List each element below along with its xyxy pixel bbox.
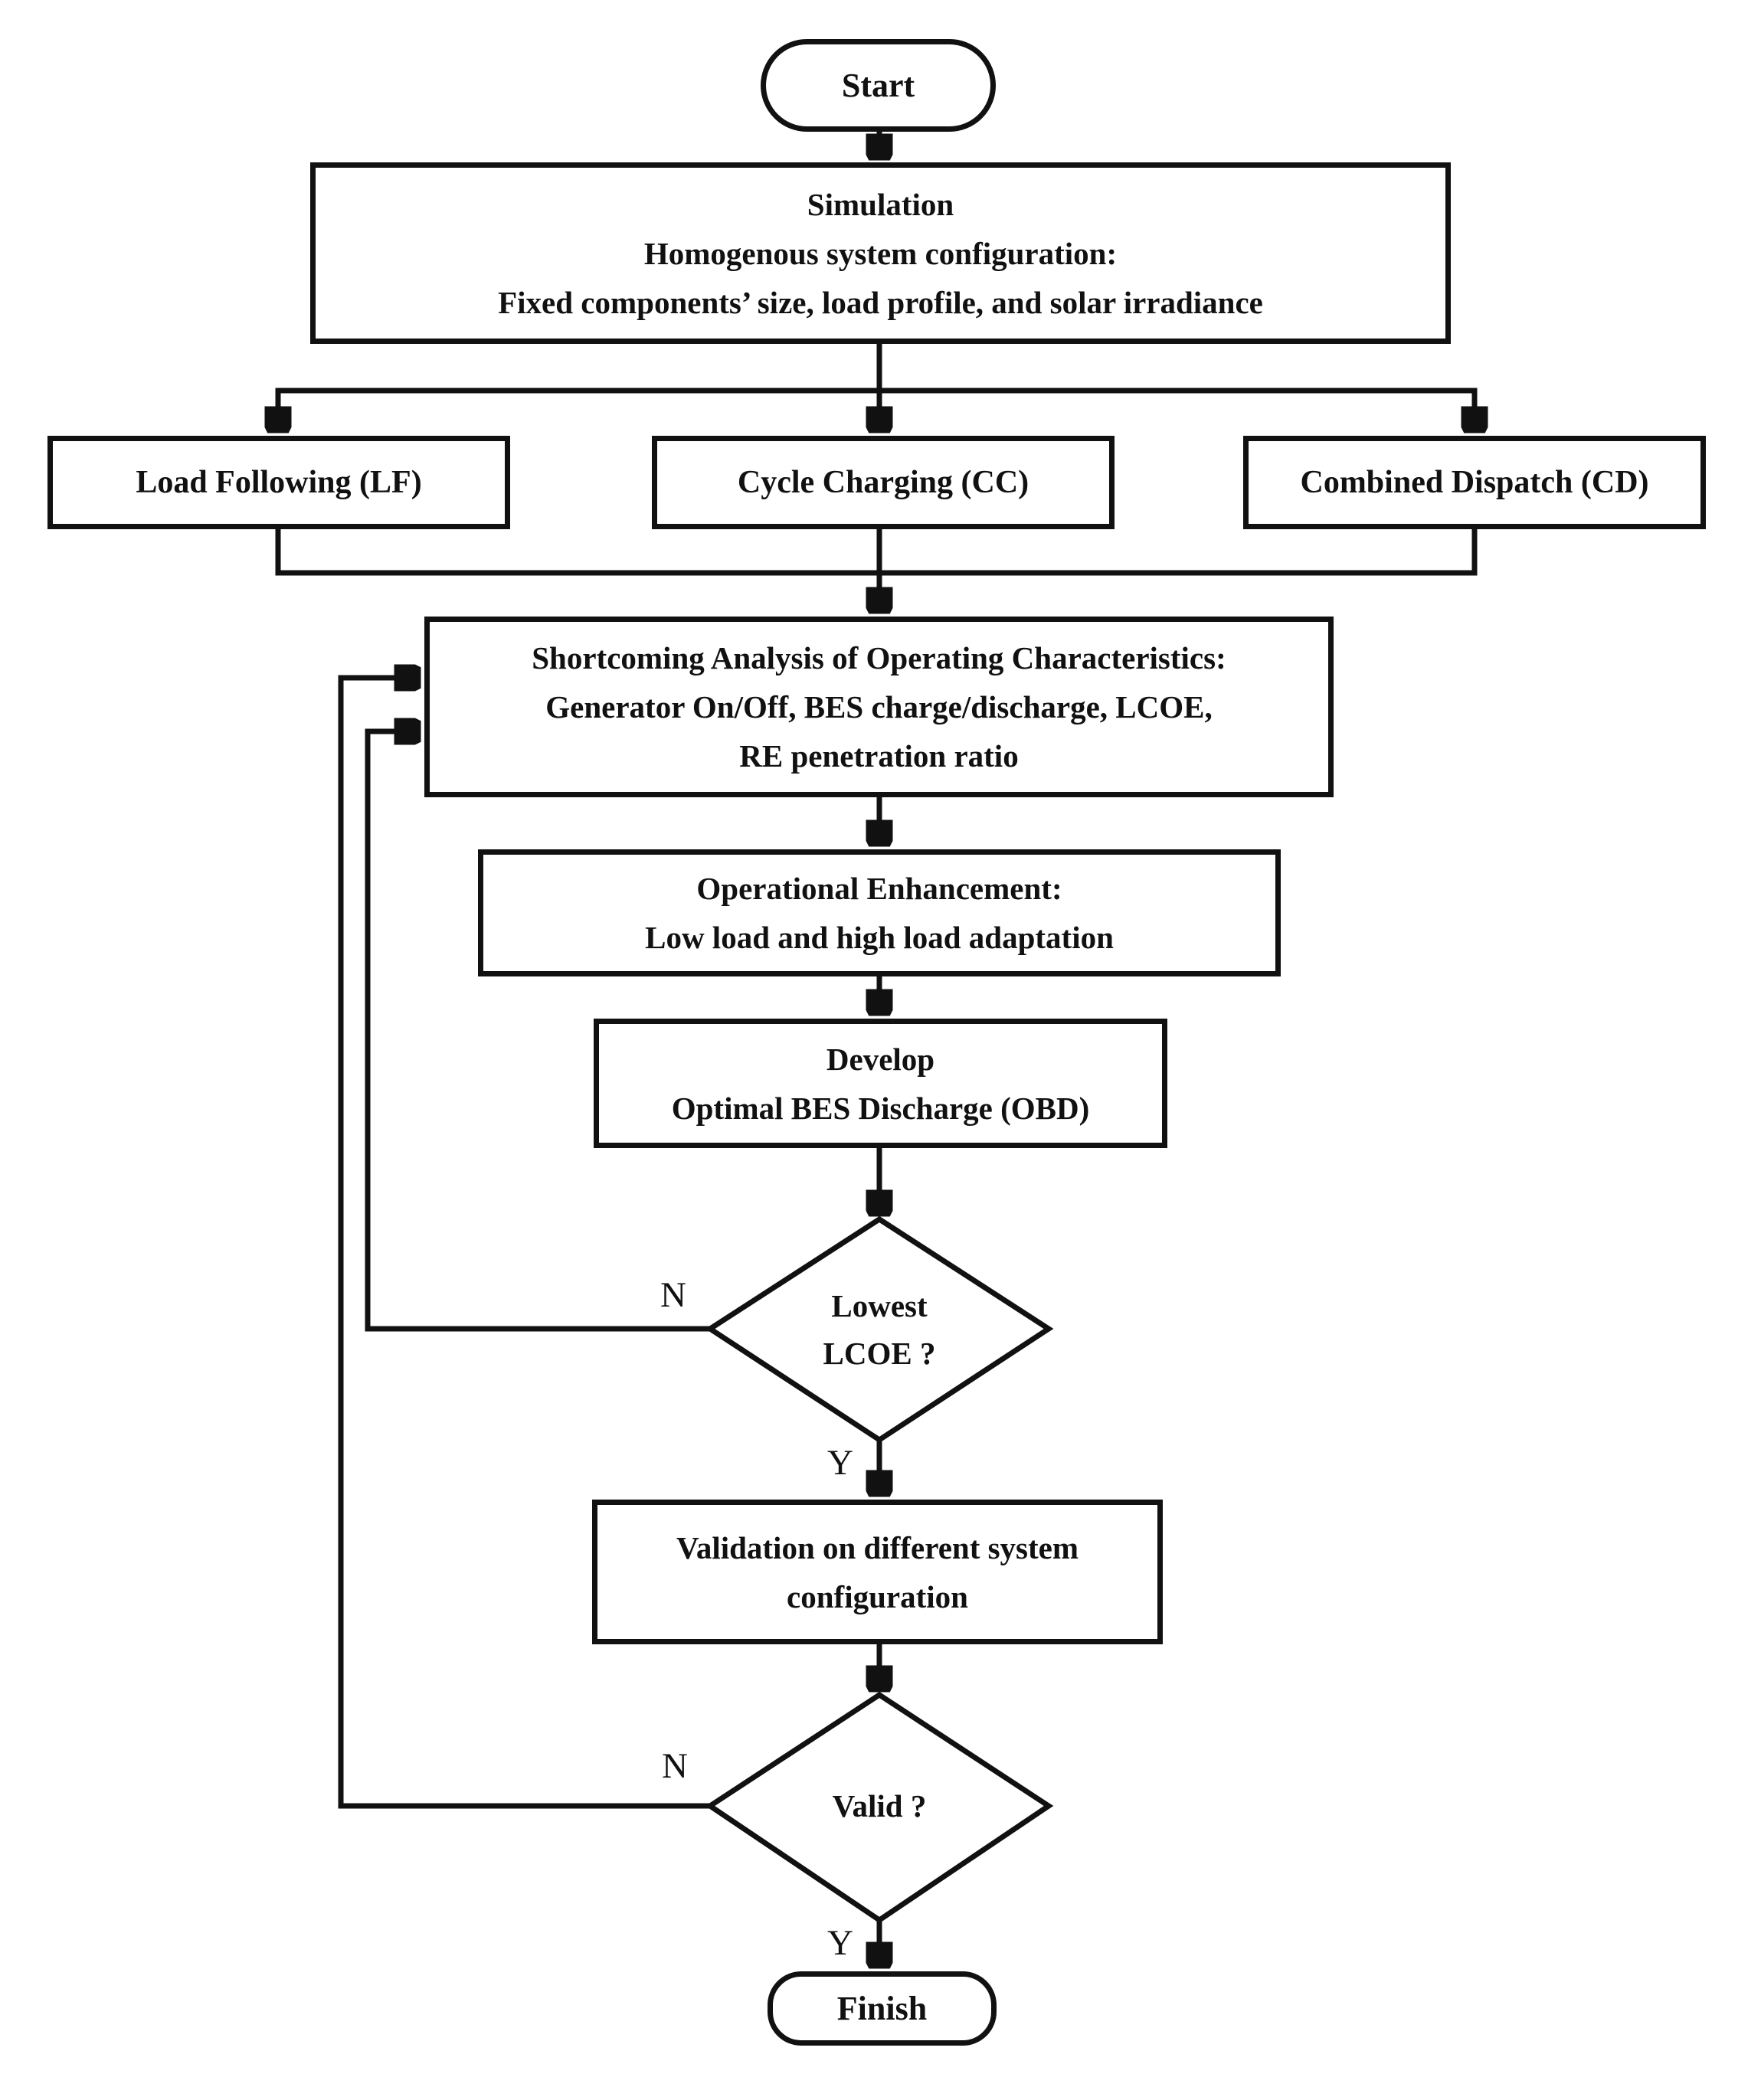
node-label-line: Simulation [807, 186, 954, 222]
node-label-line: Low load and high load adaptation [645, 920, 1114, 955]
node-label-line: Combined Dispatch (CD) [1300, 465, 1649, 500]
edge-label-valid-yes: Y [827, 1923, 853, 1963]
edge-valid-no-loop [338, 678, 713, 1809]
load-following-box: Load Following (LF) [47, 436, 510, 529]
edge-label-valid-no: N [662, 1746, 688, 1786]
valid-decision: Valid ? [726, 1761, 1033, 1850]
node-label-line: Validation on different system [676, 1529, 1079, 1565]
node-label-line: LCOE ? [823, 1335, 936, 1371]
start-label: Start [841, 66, 915, 104]
node-label-line: RE penetration ratio [739, 738, 1019, 774]
finish-terminator: Finish [768, 1971, 997, 2046]
develop-obd-box: Develop Optimal BES Discharge (OBD) [594, 1019, 1167, 1148]
node-label-line: configuration [787, 1578, 968, 1614]
node-label-line: Fixed components’ size, load profile, an… [498, 284, 1263, 320]
shortcoming-analysis-box: Shortcoming Analysis of Operating Charac… [424, 617, 1334, 797]
node-label-line: Shortcoming Analysis of Operating Charac… [532, 640, 1226, 675]
edge-lcoe-no-loop [365, 731, 713, 1332]
lowest-lcoe-decision: Lowest LCOE ? [726, 1270, 1033, 1389]
combined-dispatch-box: Combined Dispatch (CD) [1243, 436, 1706, 529]
node-label-line: Develop [826, 1041, 935, 1077]
cycle-charging-box: Cycle Charging (CC) [652, 436, 1115, 529]
node-label-line: Homogenous system configuration: [643, 235, 1118, 271]
edge-label-lcoe-no: N [660, 1275, 686, 1315]
lowest-lcoe-diamond-shape [705, 1215, 1054, 1444]
node-label-line: Operational Enhancement: [696, 871, 1062, 906]
simulation-process-box: Simulation Homogenous system configurati… [310, 162, 1451, 344]
finish-label: Finish [836, 1989, 928, 2027]
validation-box: Validation on different system configura… [592, 1500, 1163, 1644]
node-label-line: Valid ? [832, 1788, 927, 1824]
node-label-line: Lowest [831, 1287, 928, 1323]
start-terminator: Start [761, 39, 996, 132]
node-label-line: Load Following (LF) [136, 465, 422, 500]
node-label-line: Optimal BES Discharge (OBD) [671, 1090, 1090, 1126]
node-label-line: Generator On/Off, BES charge/discharge, … [545, 689, 1213, 725]
operational-enhancement-box: Operational Enhancement: Low load and hi… [478, 849, 1281, 976]
edge-label-lcoe-yes: Y [827, 1443, 853, 1483]
node-label-line: Cycle Charging (CC) [737, 465, 1029, 500]
valid-diamond-shape [705, 1691, 1054, 1924]
